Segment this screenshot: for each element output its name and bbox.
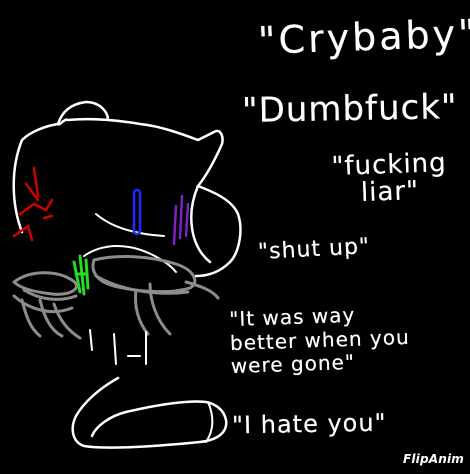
eye-blue bbox=[132, 188, 142, 236]
eye-green-glint bbox=[72, 254, 90, 296]
quote-crybaby: "Crybaby" bbox=[257, 11, 470, 63]
flipanim-watermark: FlipAnim bbox=[402, 452, 464, 466]
face-line bbox=[95, 213, 165, 237]
anger-marks bbox=[12, 166, 54, 242]
body-lines bbox=[89, 329, 147, 365]
head-outline bbox=[12, 117, 242, 278]
ear-left bbox=[56, 100, 110, 126]
quote-dumbfuck: "Dumbfuck" bbox=[241, 87, 458, 131]
quote-better-when-gone: "It was way better when you were gone" bbox=[228, 302, 411, 379]
head-right-contour bbox=[190, 184, 212, 264]
quote-i-hate-you: "I hate you" bbox=[231, 408, 387, 440]
tear-swirls bbox=[12, 255, 220, 340]
quote-liar: "fucking liar" bbox=[331, 148, 448, 209]
arm-outline bbox=[71, 376, 228, 449]
arm-edge bbox=[205, 401, 214, 443]
eye-purple-lines bbox=[172, 194, 190, 246]
face-loop bbox=[83, 245, 177, 273]
quote-shut-up: "shut up" bbox=[257, 234, 371, 265]
